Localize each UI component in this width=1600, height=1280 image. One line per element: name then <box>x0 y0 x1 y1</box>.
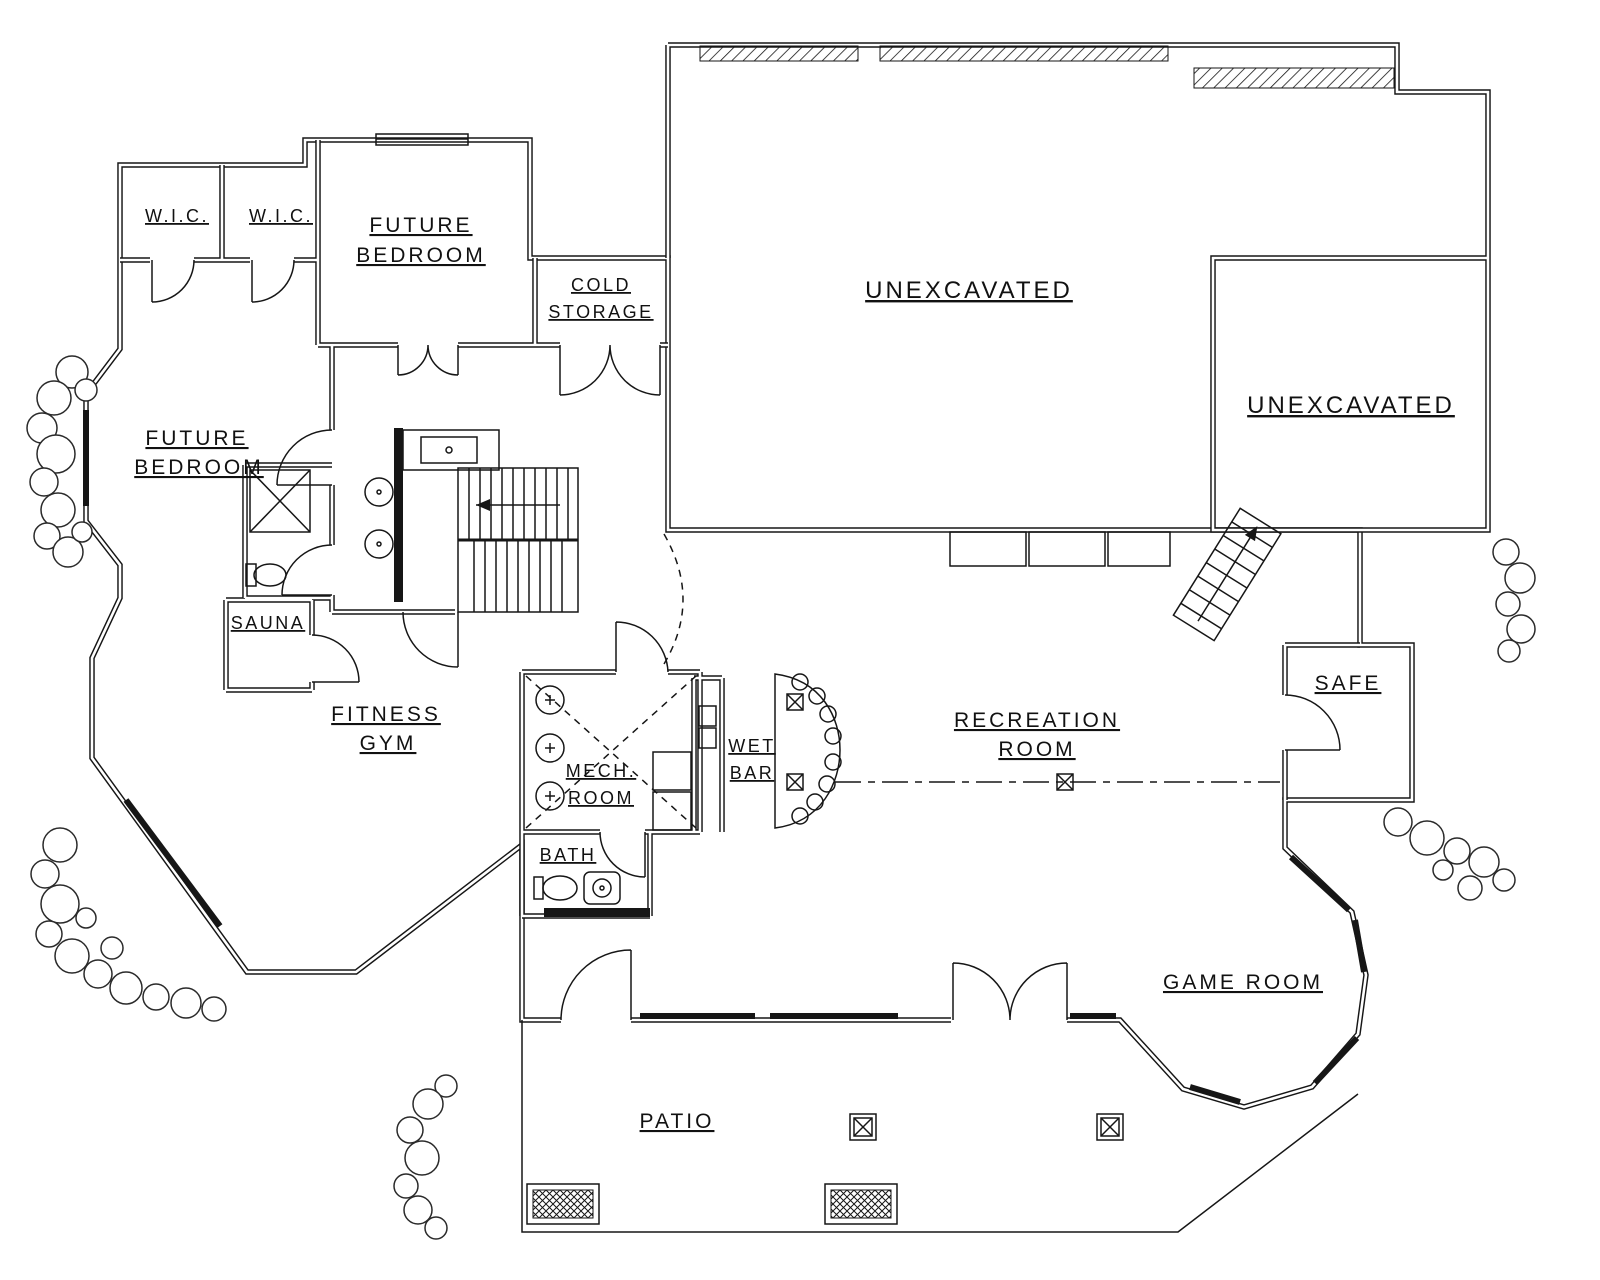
rock-cluster-right-upper <box>1492 538 1536 663</box>
bath-fixtures <box>533 871 650 917</box>
door-opening <box>561 1011 631 1029</box>
room-label-patio: PATIO <box>640 1110 715 1133</box>
patio-outline <box>521 1020 1359 1233</box>
vanity <box>364 428 500 602</box>
wet-bar-counter <box>698 705 717 749</box>
unexcavated-walls <box>668 45 1488 530</box>
bar-counter-curve <box>774 673 842 829</box>
room-label-fitness-gym-2: GYM <box>360 732 417 755</box>
room-label-game-room: GAME ROOM <box>1163 971 1323 994</box>
room-labels: W.I.C. W.I.C. FUTURE BEDROOM COLD STORAG… <box>134 206 1455 1133</box>
room-label-cold-storage: COLD <box>571 275 631 295</box>
archway-dashed <box>663 533 684 665</box>
room-label-bath: BATH <box>540 845 597 865</box>
room-label-future-bedroom-left-2: BEDROOM <box>134 456 264 479</box>
toilet <box>245 563 287 587</box>
rock-cluster-gym <box>30 827 227 1022</box>
hatch-band <box>699 45 1395 89</box>
room-label-recreation-room-2: ROOM <box>998 738 1075 761</box>
patio-post <box>849 1113 1124 1141</box>
room-label-future-bedroom-top: FUTURE <box>369 214 472 237</box>
stairs-main <box>457 467 579 613</box>
room-label-wic-1: W.I.C. <box>145 206 209 226</box>
room-label-future-bedroom-left: FUTURE <box>145 427 248 450</box>
room-label-recreation-room: RECREATION <box>954 709 1120 732</box>
room-label-unexcavated-main: UNEXCAVATED <box>865 277 1073 304</box>
room-label-wet-bar-2: BAR <box>730 763 775 783</box>
room-label-future-bedroom-top-2: BEDROOM <box>356 244 486 267</box>
rock-cluster-patio <box>393 1074 458 1240</box>
room-label-mech-room-2: ROOM <box>568 788 634 808</box>
mech-equipment <box>525 675 697 831</box>
shower <box>249 469 311 533</box>
door-arcs <box>151 259 1341 1021</box>
room-label-sauna: SAUNA <box>231 613 306 633</box>
door-opening <box>951 1011 1067 1029</box>
window <box>83 133 1367 1105</box>
room-label-mech-room: MECH. <box>566 761 637 781</box>
column-marker <box>786 693 1074 791</box>
room-label-wet-bar: WET <box>728 736 776 756</box>
rock-cluster-right-lower <box>1383 807 1516 901</box>
room-label-safe: SAFE <box>1315 672 1382 695</box>
patio-footing <box>526 1183 898 1225</box>
room-label-wic-2: W.I.C. <box>249 206 313 226</box>
room-label-fitness-gym: FITNESS <box>331 703 441 726</box>
stairs-secondary <box>1172 507 1282 642</box>
room-label-cold-storage-2: STORAGE <box>548 302 653 322</box>
rock-cluster-left-bay <box>26 355 98 568</box>
room-label-unexcavated-right: UNEXCAVATED <box>1247 392 1455 419</box>
media-shelves <box>949 531 1171 567</box>
